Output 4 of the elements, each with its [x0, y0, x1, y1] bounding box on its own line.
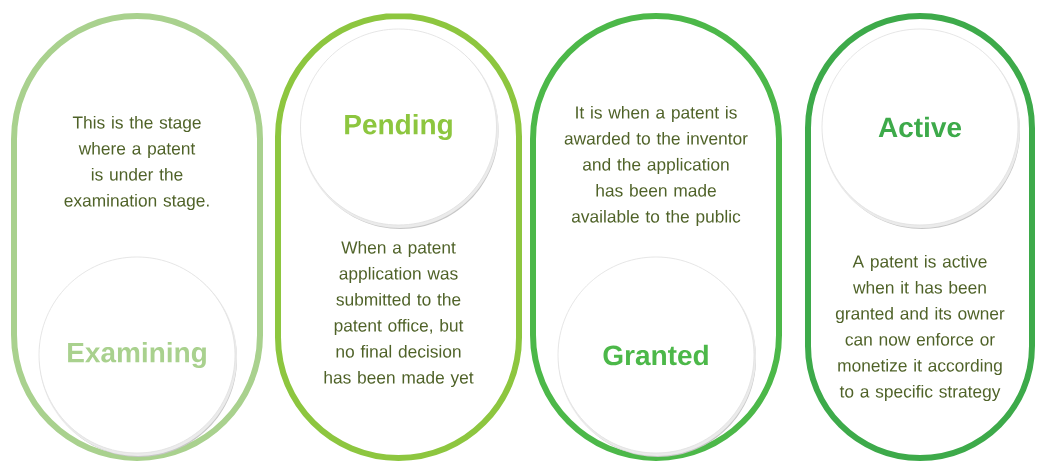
circle-badge: Granted [557, 256, 756, 457]
circle-badge: Pending [300, 28, 499, 229]
circle-badge: Examining [38, 256, 237, 457]
circle-badge: Active [821, 28, 1020, 229]
